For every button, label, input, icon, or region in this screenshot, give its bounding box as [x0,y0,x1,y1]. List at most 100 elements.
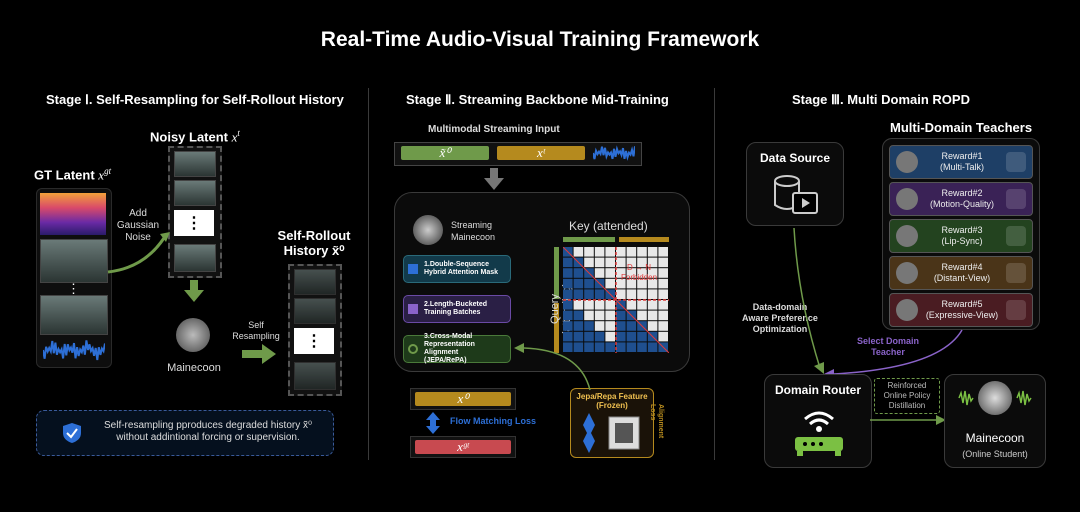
mask-cell [616,331,626,342]
mask-cell [626,289,637,299]
database-icon [774,175,818,214]
mask-cell [573,321,584,331]
reward-desc: (Motion-Quality) [929,199,994,209]
mask-cell [584,342,594,352]
mask-cell [626,300,637,310]
mask-cell [637,310,647,321]
stage2-title: Stage Ⅱ. Streaming Backbone Mid-Training [406,92,669,107]
reward-text: Reward#5(Expressive-View) [918,299,1006,321]
ropd-label: Reinforced Online Policy Distillation [883,381,931,410]
reward-desc: (Multi-Talk) [940,162,984,172]
rollout-frame-2 [294,298,336,324]
query-bar-xt [554,303,559,353]
reward-text: Reward#2(Motion-Quality) [918,188,1006,210]
mask-cell [647,321,658,331]
mask-cell [616,257,626,268]
streaming-cat-icon [413,215,443,245]
mask-cell [658,331,668,342]
add-noise-arrow [107,232,170,274]
mask-cell [616,289,626,299]
x0-box: x⁰ [410,388,516,410]
reward-icon [1006,300,1026,320]
rollout-frame-3 [294,362,336,390]
rollout-frame-blank: ⋮ [294,328,334,354]
mask-cell [605,300,615,310]
module-hybrid-attention: 1.Double-Sequence Hybrid Attention Mask [403,255,511,283]
mask-cell [658,247,668,257]
streaming-mainecoon-label: Streaming Mainecoon [451,220,496,242]
key-bar-xt [619,237,669,242]
data-source-label: Data Source [759,151,831,165]
resampling-arrow [242,344,276,364]
flow-arrows [426,412,440,434]
mask-cell [584,300,594,310]
mask-cell [594,289,605,299]
mask-cell [626,342,637,352]
mainecoon-label: Mainecoon [167,362,221,374]
add-noise-label: Add Gaussian Noise [116,208,160,243]
spectrogram [40,193,106,235]
mask-cell [616,268,626,278]
mask-cell [563,342,573,352]
mask-cell [584,278,594,289]
mask-cell [626,278,637,289]
mask-cell [584,331,594,342]
query-bar-x0 [554,247,559,299]
shield-check-icon [63,423,81,443]
mask-cell [563,321,573,331]
mask-cell [563,268,573,278]
student-cat-icon [978,381,1012,415]
forbidden-label: D → N Forbidden [621,263,658,282]
noisy-frame-3 [174,244,216,272]
student-wave-right-icon [1016,390,1032,406]
student-wave-left-icon [958,390,974,406]
ropd-arrow [870,415,946,425]
select-teacher-arrow [824,329,963,379]
mask-cell [605,321,615,331]
reward-teacher-1: Reward#1(Multi-Talk) [889,145,1033,179]
student-box: Mainecoon (Online Student) [944,374,1046,468]
key-label: Key (attended) [569,219,648,233]
gt-dots: ⋮ [67,281,80,296]
note-text: Self-resampling pproduces degraded histo… [103,420,312,443]
mask-cell [594,247,605,257]
reward-icon [1006,152,1026,172]
mask-cell [616,278,626,289]
mask-cell [573,289,584,299]
mask-cell [647,247,658,257]
reward-desc: (Expressive-View) [925,310,999,320]
mask-cell [637,268,647,278]
batch-icon [408,304,418,314]
mask-cell [647,268,658,278]
mask-cell [573,300,584,310]
reward-teacher-3: Reward#3(Lip-Sync) [889,219,1033,253]
mask-cell [637,331,647,342]
gt-latent-label: GT Latent xgt [34,166,112,183]
input-label: Multimodal Streaming Input [428,124,560,135]
mask-cell [658,257,668,268]
domain-router-box: Domain Router [764,374,872,468]
reward-name: Reward#4 [941,262,983,272]
rollout-frame-1 [294,269,336,295]
gt-frame-1 [40,239,108,283]
mask-cell [658,310,668,321]
mask-cell [573,342,584,352]
mask-cell [573,268,584,278]
mask-cell [584,321,594,331]
feature-label: Jepa/Repa Feature (Frozen) [576,392,648,410]
mask-cell [594,342,605,352]
x0-bar: x⁰ [415,391,511,406]
teachers-title: Multi-Domain Teachers [890,120,1033,135]
mask-cell [573,278,584,289]
reward-text: Reward#3(Lip-Sync) [918,225,1006,247]
teacher-cat-icon [896,299,918,321]
dapo-label: Data-domain Aware Preference Optimizatio… [742,302,818,334]
feature-box: Jepa/Repa Feature (Frozen) [570,388,654,458]
mask-cell [594,257,605,268]
input-bar-x0: x̃⁰ [401,145,489,160]
mask-cell [637,300,647,310]
stage1-title: Stage Ⅰ. Self-Resampling for Self-Rollou… [46,92,344,107]
input-bar-xt: xᵗ [497,145,585,160]
mask-cell [626,321,637,331]
reward-text: Reward#4(Distant-View) [918,262,1006,284]
